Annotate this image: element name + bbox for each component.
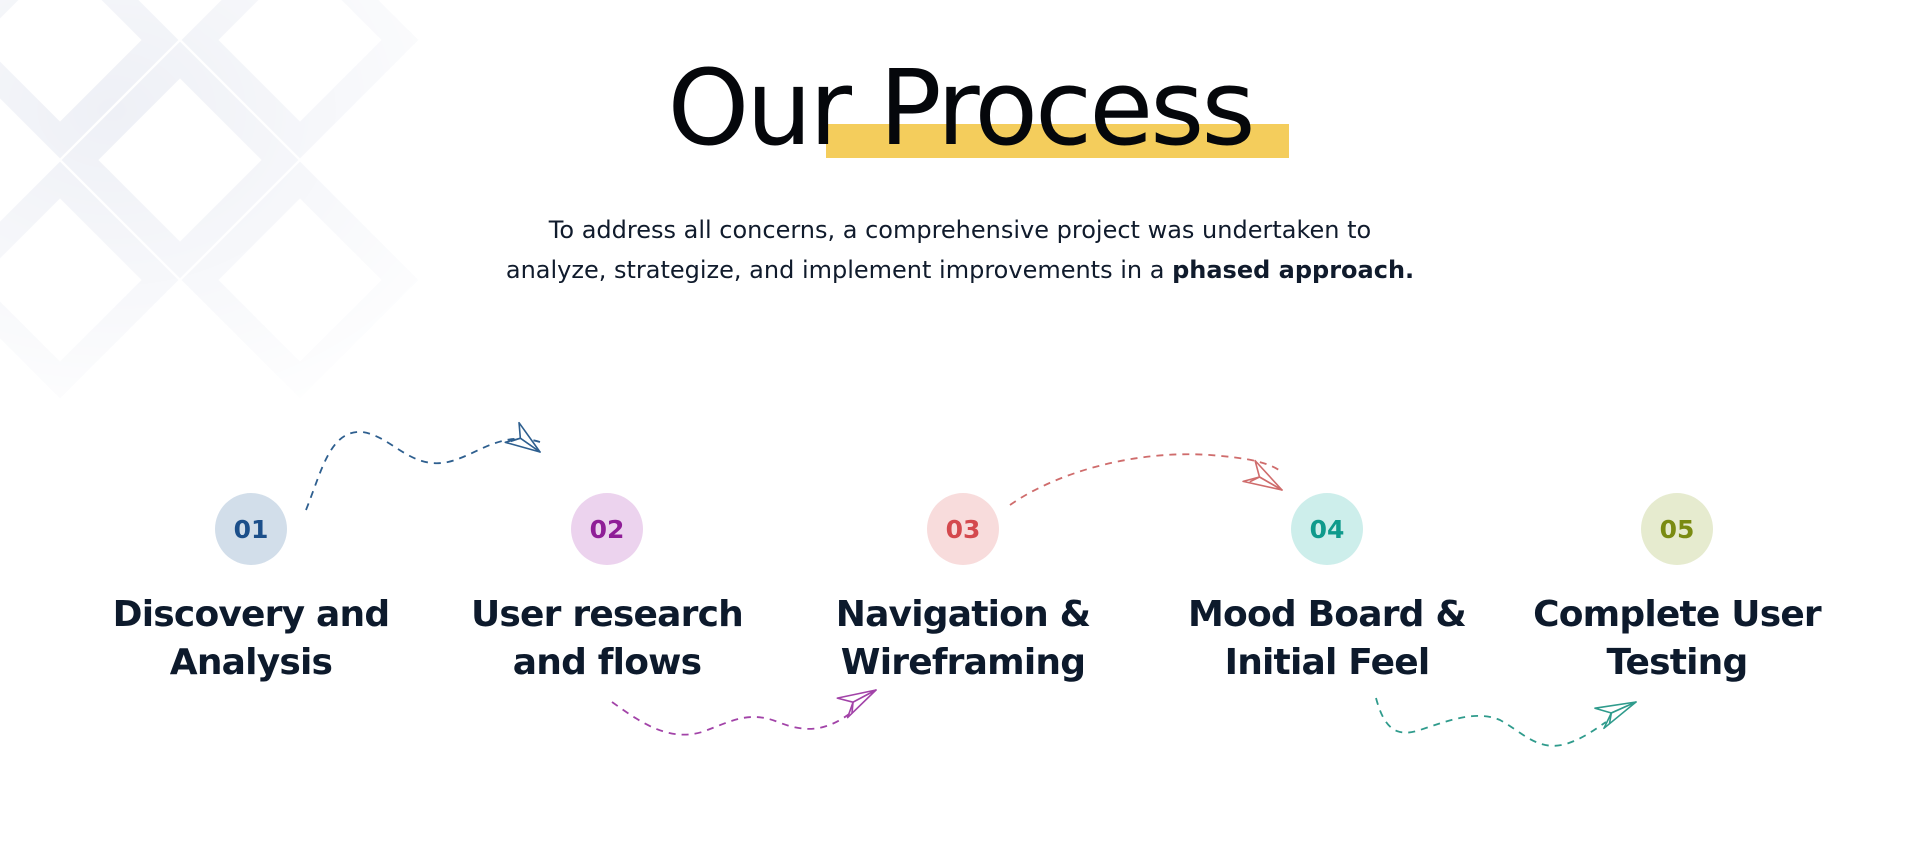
intro-paragraph: To address all concerns, a comprehensive…: [360, 210, 1560, 290]
intro-emphasis: phased approach.: [1172, 256, 1415, 284]
paper-plane-icon: [1594, 701, 1637, 730]
title-section: Our Process: [0, 48, 1920, 168]
intro-line-2: analyze, strategize, and implement impro…: [505, 256, 1173, 284]
step-number-badge: 03: [927, 493, 999, 565]
process-step-05: 05 Complete User Testing: [1497, 493, 1857, 687]
step-title: Discovery and Analysis: [112, 594, 390, 683]
step-number-badge: 02: [571, 493, 643, 565]
process-step-01: 01 Discovery and Analysis: [71, 493, 431, 687]
process-step-03: 03 Navigation & Wireframing: [783, 493, 1143, 687]
page-title: Our Process: [667, 48, 1289, 168]
intro-line-1: To address all concerns, a comprehensive…: [548, 216, 1372, 244]
step-number-badge: 04: [1291, 493, 1363, 565]
process-step-02: 02 User research and flows: [427, 493, 787, 687]
step-title: Navigation & Wireframing: [835, 594, 1091, 683]
process-step-04: 04 Mood Board & Initial Feel: [1147, 493, 1507, 687]
step-number-badge: 01: [215, 493, 287, 565]
step-title: Mood Board & Initial Feel: [1188, 594, 1467, 683]
connector-04-05: [1375, 697, 1637, 747]
step-title: User research and flows: [471, 594, 744, 683]
paper-plane-icon: [504, 421, 541, 453]
connector-02-03: [611, 689, 877, 736]
title-highlight-bar: [826, 124, 1289, 158]
step-number-badge: 05: [1641, 493, 1713, 565]
step-title: Complete User Testing: [1533, 594, 1822, 683]
